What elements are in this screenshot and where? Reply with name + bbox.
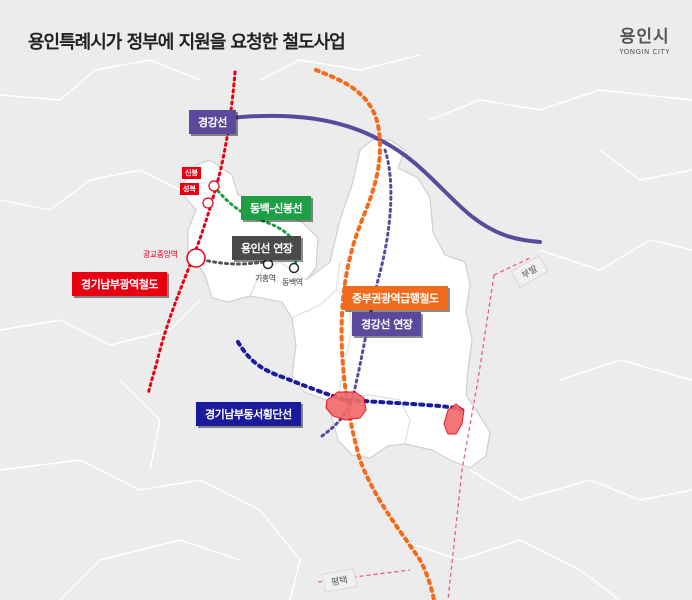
yongin-city-logo: 용인시 YONGIN CITY [619, 22, 670, 56]
station-dongbaek-marker [288, 262, 300, 274]
gyeonggang-line [228, 113, 542, 244]
station-area-west [325, 391, 367, 421]
station-area-east [443, 403, 465, 435]
yongin-boundary [181, 139, 491, 469]
jungbu-line [314, 68, 436, 600]
label-gyeonggang: 경강선 [189, 110, 236, 134]
neighbor-boundaries [0, 54, 692, 600]
logo-korean: 용인시 [619, 27, 670, 47]
logo-english: YONGIN CITY [619, 48, 670, 56]
label-dongseo: 경기남부동서횡단선 [196, 402, 301, 426]
station-dongbaek-label: 동백역 [282, 278, 303, 287]
page-title: 용인특례시가 정부에 지원을 요청한 철도사업 [28, 32, 346, 53]
label-jungbu: 중부권광역급행철도 [343, 286, 448, 310]
gyeonggi-nambu-line [146, 70, 237, 397]
station-giheung-marker [262, 258, 274, 270]
station-sinbong-label: 신봉 [182, 167, 201, 179]
station-giheung-label: 기흥역 [255, 274, 276, 283]
station-seongbok-label: 성복 [180, 183, 199, 195]
station-gwanggyo-label: 광교중앙역 [143, 250, 178, 259]
station-seongbok-marker [202, 197, 214, 209]
label-gyeonggang-ext: 경강선 연장 [352, 312, 422, 336]
label-dongbaek-sinbong: 동백-신봉선 [241, 196, 312, 220]
station-gwanggyo-marker [186, 248, 206, 268]
label-gyeonggi-nambu: 경기남부광역철도 [72, 272, 167, 296]
station-sinbong-marker [208, 180, 220, 192]
yongin-ext-line [194, 256, 270, 266]
label-yongin-ext: 용인선 연장 [232, 236, 302, 260]
